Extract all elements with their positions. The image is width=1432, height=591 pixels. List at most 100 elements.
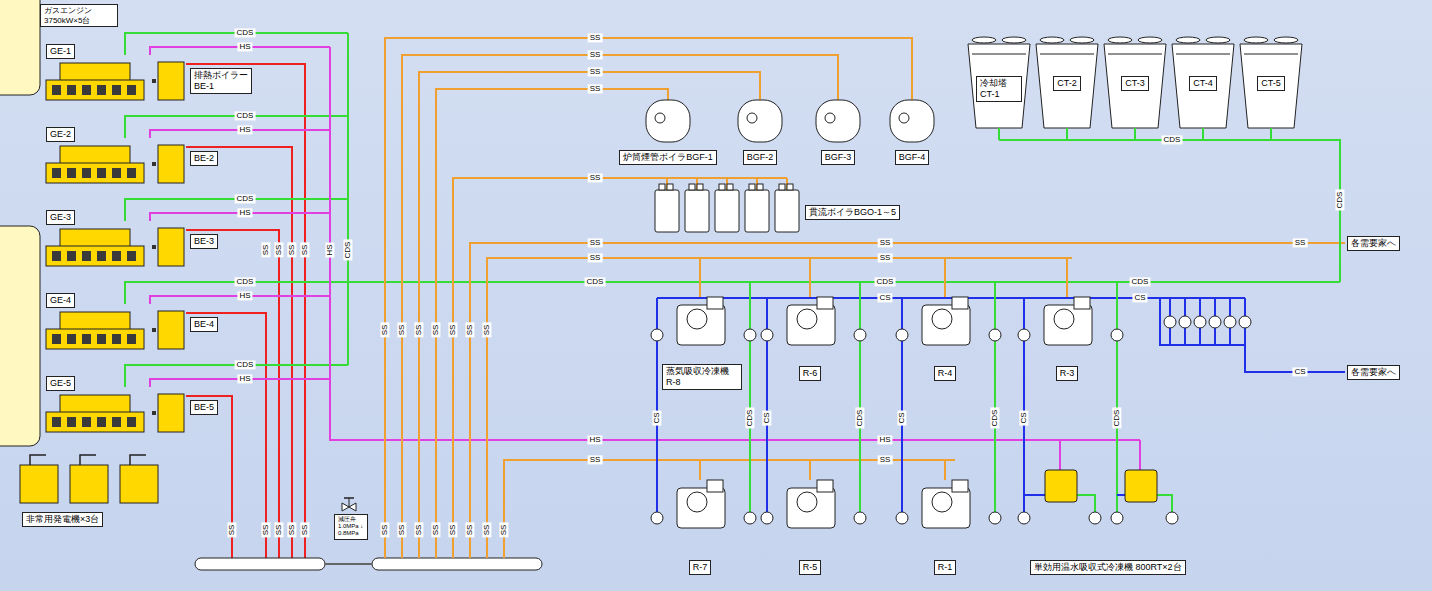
- pipe-label: CDS: [235, 28, 256, 37]
- pipe-label: SS: [274, 523, 283, 538]
- boiler-stack: [787, 184, 793, 190]
- engine-window: [112, 417, 121, 427]
- pipe: [699, 460, 701, 480]
- gas-engine: [60, 146, 130, 164]
- tower-fan: [972, 37, 996, 43]
- pipe: [80, 455, 96, 465]
- callout-frame: [0, 0, 40, 95]
- engine-window: [67, 168, 76, 178]
- pipe-label: CDS: [1162, 135, 1183, 144]
- pipe-label: SS: [588, 455, 603, 464]
- pump-symbol: [1179, 316, 1191, 328]
- pump-symbol: [989, 329, 1001, 341]
- pipe: [1116, 282, 1118, 512]
- pipe: [1134, 128, 1136, 140]
- boiler-stack: [689, 184, 695, 190]
- pipe-label: HS: [237, 374, 252, 383]
- once-through-boiler: [775, 190, 799, 232]
- emergency-generator: [120, 465, 158, 503]
- pipe: [150, 296, 330, 304]
- pipe-label: SS: [588, 50, 603, 59]
- pipe: [347, 33, 349, 365]
- pump-symbol: [744, 512, 756, 524]
- pipe-label: HS: [877, 435, 892, 444]
- engine-window: [52, 334, 61, 344]
- pipe: [1184, 328, 1186, 345]
- chiller-shell: [932, 309, 952, 329]
- pipe: [150, 213, 330, 221]
- chiller-shell: [1054, 309, 1074, 329]
- chiller-shell: [687, 309, 707, 329]
- steam-header: [372, 558, 542, 570]
- gas-engine: [46, 246, 144, 266]
- boiler-door: [655, 113, 665, 123]
- pipe-label: SS: [261, 523, 270, 538]
- tower-fan: [1274, 37, 1298, 43]
- waste-heat-boiler: [158, 311, 184, 349]
- pipe-label: CDS: [875, 277, 896, 286]
- boiler-stack: [659, 184, 665, 190]
- boiler-stack: [779, 184, 785, 190]
- engine-window: [82, 417, 91, 427]
- gas-engine: [46, 163, 144, 183]
- chiller-generator: [817, 480, 833, 492]
- equipment-name: R-1: [938, 562, 953, 573]
- equipment-name: GE-2: [46, 127, 75, 142]
- pipe: [186, 64, 305, 558]
- pump-symbol: [761, 512, 773, 524]
- gas-engine: [60, 395, 130, 413]
- engine-window: [112, 334, 121, 344]
- engine-window: [67, 334, 76, 344]
- tower-fan: [1206, 37, 1230, 43]
- engine-window: [52, 168, 61, 178]
- pipe-label: SS: [431, 523, 440, 538]
- pipe: [809, 258, 811, 297]
- pipe: [348, 281, 1340, 283]
- equipment-name: 蒸気吸収冷凍機 R-8: [666, 366, 738, 388]
- pump-symbol: [1111, 512, 1123, 524]
- engine-window: [82, 251, 91, 261]
- boiler-door: [899, 113, 909, 123]
- engine-window: [52, 417, 61, 427]
- absorption-chiller: [922, 305, 970, 345]
- pump-symbol: [1089, 512, 1101, 524]
- emergency-generator: [70, 465, 108, 503]
- tower-fan: [1176, 37, 1200, 43]
- tower-fan: [1070, 37, 1094, 43]
- engine-window: [127, 334, 136, 344]
- pipe-label: SS: [287, 243, 296, 258]
- pipe: [994, 282, 996, 512]
- steam-header: [195, 558, 325, 570]
- equipment-name: 炉筒煙管ボイラBGF-1: [623, 152, 713, 163]
- pipe: [1160, 298, 1245, 345]
- boiler-stack: [667, 184, 673, 190]
- pipe-label: SS: [397, 323, 406, 338]
- pump-symbol: [1209, 316, 1221, 328]
- tower-fan: [1040, 37, 1064, 43]
- pipe: [1214, 328, 1216, 345]
- exhaust-duct: [152, 411, 156, 415]
- pipe: [944, 258, 946, 297]
- equipment-name: 非常用発電機×3台: [26, 514, 99, 525]
- equipment-name: BGF-4: [899, 152, 926, 163]
- pipe: [998, 128, 1000, 140]
- pipe: [1160, 297, 1245, 299]
- equipment-label: GE-2: [44, 123, 152, 185]
- pipe: [1199, 328, 1201, 345]
- equipment-name: R-5: [803, 562, 818, 573]
- emergency-generator: [20, 465, 58, 503]
- equipment-name: GE-1: [46, 44, 75, 59]
- pipe-label: CS: [1132, 293, 1147, 302]
- pump-symbol: [854, 512, 866, 524]
- pipe-label: SS: [878, 253, 893, 262]
- pipe: [186, 313, 266, 558]
- chiller-generator: [952, 480, 968, 492]
- chiller-generator: [707, 480, 723, 492]
- equipment-label: R-1: [934, 560, 957, 575]
- chiller-generator: [817, 297, 833, 309]
- pipe: [504, 460, 955, 558]
- equipment-label: R-4: [934, 366, 957, 381]
- pipe-label: SS: [380, 323, 389, 338]
- equipment-name: 減圧弁 1.0MPa ↓ 0.8MPa: [338, 516, 364, 538]
